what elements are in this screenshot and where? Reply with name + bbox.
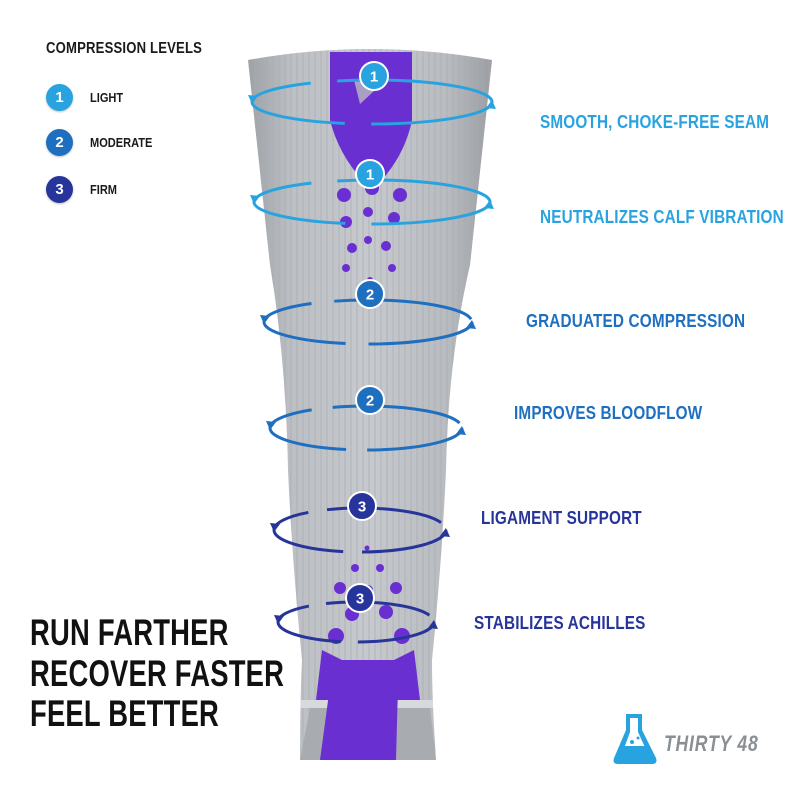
ring-level-badge: 2	[355, 385, 385, 415]
feature-bloodflow: IMPROVES BLOODFLOW	[514, 403, 703, 423]
legend-label-moderate: MODERATE	[90, 135, 153, 150]
ring-arrow	[466, 320, 476, 329]
legend-item-moderate: 2 MODERATE	[46, 129, 163, 156]
ring-level-number: 2	[366, 393, 374, 410]
feature-seam: SMOOTH, CHOKE-FREE SEAM	[540, 112, 770, 132]
compression-ring: 1	[248, 61, 496, 126]
ring-level-badge: 1	[355, 159, 385, 189]
legend-title: COMPRESSION LEVELS	[46, 40, 203, 57]
compression-ring: 3	[274, 583, 438, 644]
ring-arrow	[274, 615, 284, 624]
feature-ligament-support: LIGAMENT SUPPORT	[481, 508, 642, 528]
ring-level-number: 2	[366, 287, 374, 304]
brand-name: THIRTY 48	[664, 731, 759, 756]
ring-level-badge: 3	[347, 491, 377, 521]
top-panel	[330, 52, 412, 190]
ring-arrow	[486, 100, 496, 109]
ring-arrow	[260, 315, 270, 324]
feature-calf-vibration: NEUTRALIZES CALF VIBRATION	[540, 207, 784, 227]
ring-arrow	[250, 195, 260, 204]
level-3-badge: 3	[46, 176, 73, 203]
compression-ring: 2	[266, 385, 466, 452]
feature-achilles: STABILIZES ACHILLES	[474, 613, 646, 633]
legend-label-firm: FIRM	[90, 182, 118, 197]
ring-level-badge: 3	[345, 583, 375, 613]
compression-ring: 3	[270, 491, 450, 554]
legend-label-light: LIGHT	[90, 90, 124, 105]
ring-level-badge: 2	[355, 279, 385, 309]
ankle-dot-pattern	[328, 545, 410, 644]
flask-icon	[613, 714, 657, 764]
ring-level-number: 3	[356, 591, 364, 608]
ring-arrow	[456, 426, 466, 435]
ring-arrow	[440, 528, 450, 537]
calf-dot-pattern	[337, 181, 407, 283]
legend-item-firm: 3 FIRM	[46, 176, 122, 203]
slogan-line-2: RECOVER FASTER	[30, 653, 285, 694]
ring-arrow	[270, 523, 280, 532]
ring-level-number: 1	[366, 167, 374, 184]
level-2-badge: 2	[46, 129, 73, 156]
slogan-line-1: RUN FARTHER	[30, 612, 229, 653]
ring-arrow	[484, 200, 494, 209]
level-1-badge: 1	[46, 84, 73, 111]
compression-rings: 1 1 2 2 3 3	[248, 61, 496, 644]
ring-level-badge: 1	[359, 61, 389, 91]
compression-ring: 1	[250, 159, 494, 226]
ring-level-number: 1	[370, 69, 378, 86]
ring-arrow	[266, 421, 276, 430]
slogan-line-3: FEEL BETTER	[30, 693, 220, 734]
ring-arrow	[248, 95, 258, 104]
compression-legend: COMPRESSION LEVELS 1 LIGHT 2 MODERATE 3 …	[46, 40, 236, 203]
legend-item-light: 1 LIGHT	[46, 84, 129, 111]
ring-level-number: 3	[358, 499, 366, 516]
ring-arrow	[428, 620, 438, 629]
feature-graduated-compression: GRADUATED COMPRESSION	[526, 311, 746, 331]
compression-ring: 2	[260, 279, 476, 346]
